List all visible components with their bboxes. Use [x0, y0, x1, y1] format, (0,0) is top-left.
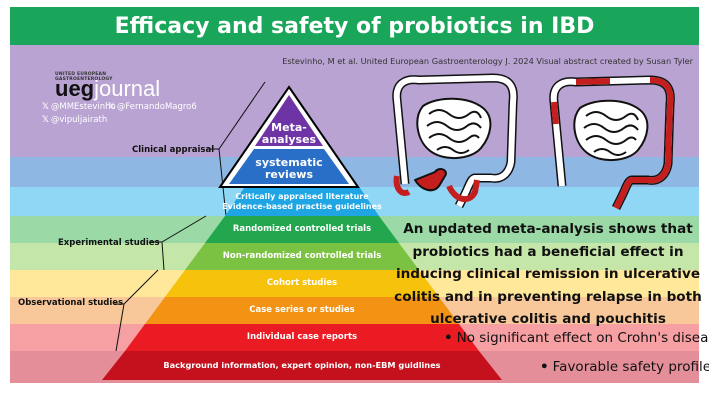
- pyramid-layer-systematic: [229, 149, 349, 184]
- pyramid-layer-case-series: [145, 297, 459, 324]
- label-systematic-line2: reviews: [265, 168, 313, 181]
- bullet-text: No significant effect on Crohn's disease: [456, 330, 709, 346]
- pyramid-label-cohort: Cohort studies: [266, 278, 338, 288]
- label-systematic-line1: systematic: [255, 156, 323, 169]
- brand-small-text: UNITED EUROPEAN GASTROENTEROLOGY: [55, 72, 113, 83]
- pyramid-layer-cohort: [165, 270, 439, 297]
- bullet-dot-icon: •: [540, 359, 549, 375]
- x-logo-icon: 𝕏: [42, 102, 49, 112]
- category-clinical-appraisal: Clinical appraisal: [132, 145, 215, 155]
- social-handle[interactable]: 𝕏@vipuljairath: [42, 115, 107, 125]
- bullet-dot-icon: •: [444, 330, 453, 346]
- pyramid-layer-meta: [255, 95, 323, 146]
- bullet-text: Favorable safety profile: [552, 359, 709, 375]
- key-finding: An updated meta-analysis shows that prob…: [394, 221, 702, 328]
- pyramid-layer-appraised: [225, 188, 379, 216]
- pyramid-label-background: Background information, expert opinion, …: [163, 360, 441, 370]
- colon-crohns-illustration: [392, 73, 518, 209]
- bullet-crohns: •No significant effect on Crohn's diseas…: [444, 330, 709, 346]
- pyramid-layer-rct: [205, 216, 399, 243]
- bullet-safety: •Favorable safety profile: [540, 359, 709, 375]
- category-observational: Observational studies: [18, 298, 124, 308]
- pyramid-layer-background: [102, 351, 502, 380]
- logo-journal: journal: [94, 76, 161, 101]
- brand-small-line1: UNITED EUROPEAN: [55, 72, 107, 77]
- handle-text: @MMEstevinho: [50, 102, 116, 112]
- pyramid-label-case-series: Case series or studies: [249, 305, 355, 315]
- pyramid-label-rct: Randomized controlled trials: [232, 224, 372, 234]
- handle-text: @FernandoMagro6: [116, 102, 197, 112]
- handle-text: @vipuljairath: [50, 115, 108, 125]
- logo-ueg: ueg: [55, 76, 95, 101]
- pyramid-label-appraised: Critically appraised literature Evidence…: [222, 192, 382, 212]
- label-meta-line2: analyses: [261, 133, 317, 146]
- label-appraised-line1: Critically appraised literature: [235, 192, 369, 201]
- x-logo-icon: 𝕏: [108, 102, 115, 112]
- journal-logo: uegjournal: [55, 76, 160, 102]
- pyramid-label-meta: Meta- analyses: [249, 122, 329, 146]
- pyramid-layer-non-rct: [185, 243, 419, 270]
- pyramid-label-case-reports: Individual case reports: [246, 332, 358, 342]
- brand-small-line2: GASTROENTEROLOGY: [55, 76, 113, 82]
- citation: Estevinho, M et al. United European Gast…: [282, 56, 693, 66]
- category-experimental: Experimental studies: [58, 238, 160, 248]
- x-logo-icon: 𝕏: [42, 115, 49, 125]
- pyramid-layer-case-reports: [125, 324, 479, 351]
- pyramid-label-systematic: systematic reviews: [239, 157, 339, 181]
- colon-ulcerative-colitis-illustration: [549, 75, 675, 211]
- social-handle[interactable]: 𝕏@FernandoMagro6: [108, 102, 197, 112]
- pyramid-label-non-rct: Non-randomized controlled trials: [222, 251, 382, 261]
- label-meta-line1: Meta-: [271, 121, 307, 134]
- label-appraised-line2: Evidence-based practise guidelines: [222, 202, 382, 211]
- social-handle[interactable]: 𝕏@MMEstevinho: [42, 102, 116, 112]
- page-title: Efficacy and safety of probiotics in IBD: [114, 13, 595, 39]
- title-bar: Efficacy and safety of probiotics in IBD: [10, 7, 699, 45]
